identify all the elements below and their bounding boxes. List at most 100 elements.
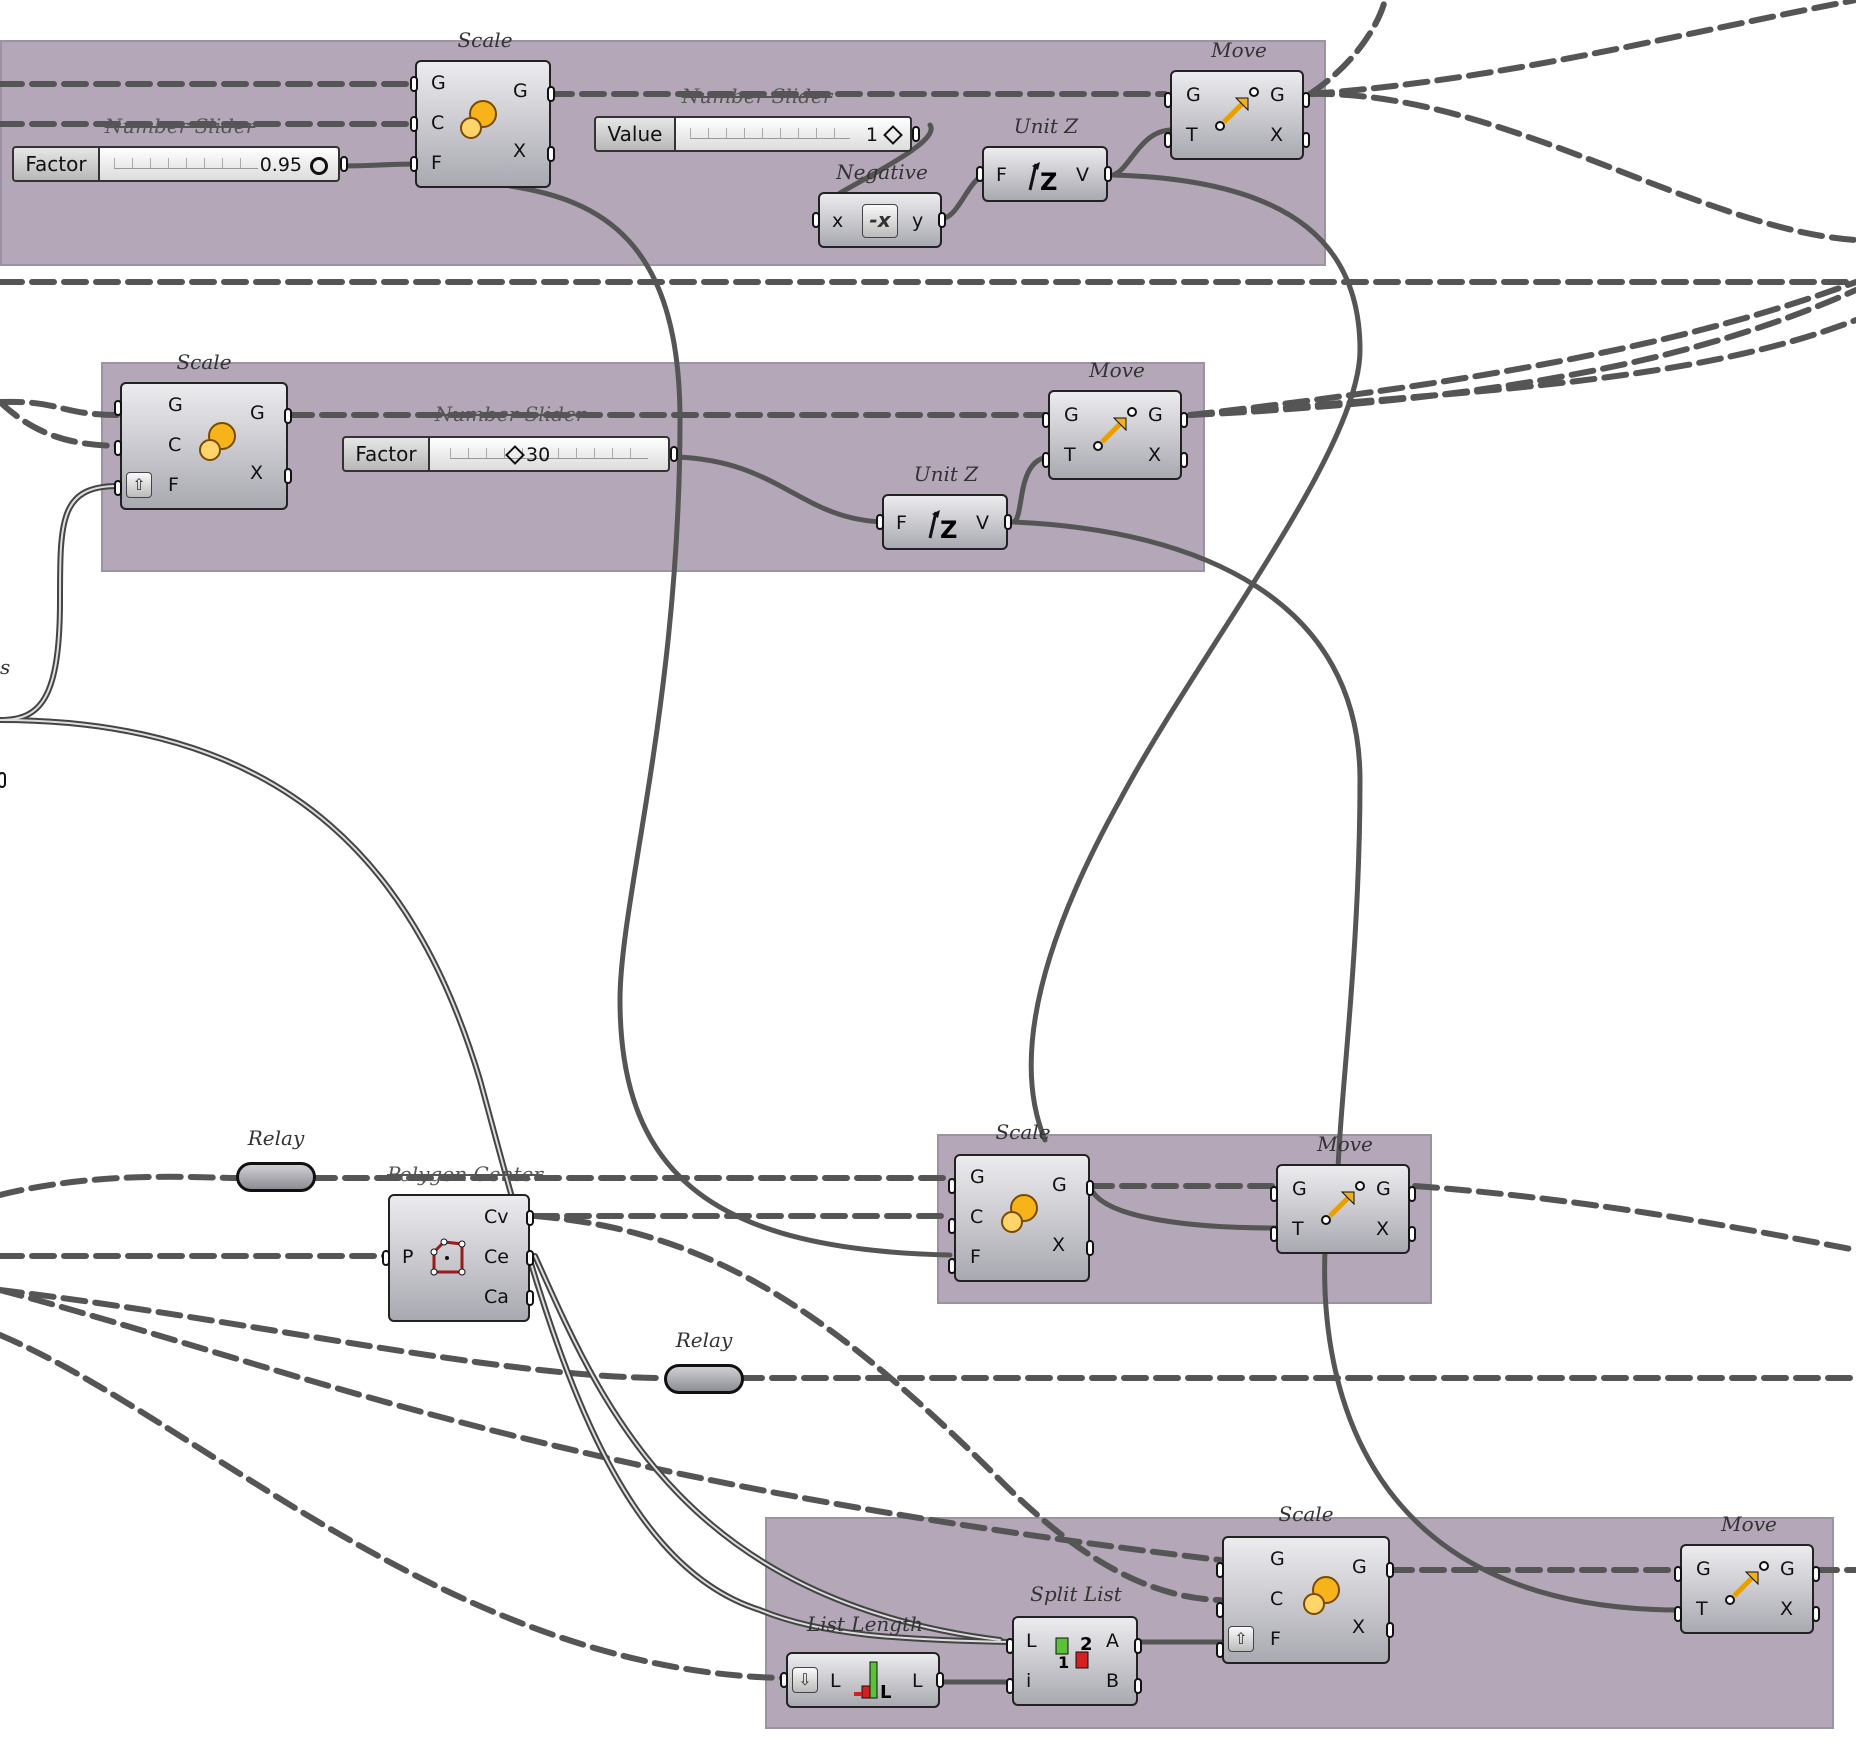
output-grip-v[interactable] [1104, 166, 1112, 182]
input-grip-i[interactable] [1006, 1678, 1014, 1694]
polygon-center-component[interactable]: Polygon Center P Cv Ce Ca [380, 1160, 550, 1324]
input-param-f: F [970, 1246, 981, 1268]
move-component-lower[interactable]: Move G T G X [1270, 1132, 1420, 1256]
input-param-g: G [1292, 1178, 1307, 1200]
input-grip-g[interactable] [410, 76, 418, 92]
output-grip-x[interactable] [1302, 132, 1310, 148]
scale-component-lower[interactable]: Scale G C F G X [948, 1120, 1098, 1284]
number-slider-value-1[interactable]: Number Slider Value 1 [592, 82, 932, 162]
component-title: Unit Z [913, 462, 979, 486]
input-grip-t[interactable] [1164, 132, 1172, 148]
output-grip-g[interactable] [1812, 1566, 1820, 1582]
slider-track[interactable]: 0.95 [100, 146, 340, 182]
edge-grip[interactable] [0, 772, 6, 788]
input-grip-g[interactable] [1042, 412, 1050, 428]
input-grip-f[interactable] [876, 514, 884, 530]
relay-body[interactable] [236, 1162, 316, 1192]
output-grip-x[interactable] [1180, 452, 1188, 468]
move-component-bottom[interactable]: Move G T G X [1674, 1512, 1824, 1636]
cut-off-label: s [0, 655, 11, 679]
output-grip-x[interactable] [1386, 1622, 1394, 1638]
flatten-down-arrow-icon[interactable]: ⇩ [792, 1667, 818, 1693]
output-grip-g[interactable] [547, 86, 555, 102]
input-grip-c[interactable] [1216, 1602, 1224, 1618]
input-grip-g[interactable] [1216, 1562, 1224, 1578]
unit-z-component-middle[interactable]: Unit Z F V Z [876, 462, 1016, 554]
output-grip-g[interactable] [1386, 1562, 1394, 1578]
output-grip-x[interactable] [1086, 1240, 1094, 1256]
slider-knob-icon[interactable] [883, 125, 903, 145]
output-grip-x[interactable] [1408, 1226, 1416, 1242]
slider-track[interactable]: 30 [430, 436, 670, 472]
output-grip-b[interactable] [1134, 1678, 1142, 1694]
output-grip-x[interactable] [284, 468, 292, 484]
input-grip-c[interactable] [114, 440, 122, 456]
output-param-x: X [1270, 124, 1284, 146]
input-param-l: L [1026, 1630, 1037, 1652]
input-grip-t[interactable] [1674, 1606, 1682, 1622]
input-grip-l[interactable] [1006, 1638, 1014, 1654]
output-grip[interactable] [670, 446, 678, 462]
output-grip[interactable] [340, 156, 348, 172]
output-grip-x[interactable] [547, 146, 555, 162]
svg-text:L: L [880, 1682, 891, 1703]
output-grip-g[interactable] [1180, 412, 1188, 428]
scale-component-top[interactable]: Scale G C F G X [410, 28, 560, 190]
input-grip-f[interactable] [1216, 1642, 1224, 1658]
list-length-component[interactable]: List Length ⇩ L L L [780, 1612, 950, 1712]
move-component-middle[interactable]: Move G T G X [1042, 358, 1192, 482]
unit-z-component-top[interactable]: Unit Z F V Z [976, 114, 1116, 204]
relay-component-1[interactable]: Relay [226, 1126, 326, 1196]
graft-up-arrow-icon[interactable]: ⇧ [1228, 1626, 1254, 1652]
slider-knob-icon[interactable] [310, 157, 328, 175]
input-grip-l[interactable] [780, 1672, 788, 1688]
output-grip-ca[interactable] [526, 1290, 534, 1306]
input-grip-g[interactable] [114, 400, 122, 416]
input-grip-x[interactable] [812, 212, 820, 228]
output-param-g: G [250, 402, 265, 424]
output-grip-l[interactable] [936, 1672, 944, 1688]
slider-track[interactable]: 1 [676, 116, 912, 152]
input-grip-g[interactable] [1674, 1566, 1682, 1582]
output-grip-a[interactable] [1134, 1638, 1142, 1654]
output-grip-y[interactable] [938, 212, 946, 228]
relay-component-2[interactable]: Relay [654, 1328, 754, 1398]
input-param-f: F [1270, 1628, 1281, 1650]
input-grip-t[interactable] [1042, 452, 1050, 468]
scale-component-bottom[interactable]: Scale G C F G X ⇧ [1216, 1500, 1396, 1668]
number-slider-factor-095[interactable]: Number Slider Factor 0.95 [10, 112, 350, 192]
output-grip-cv[interactable] [526, 1210, 534, 1226]
input-grip-t[interactable] [1270, 1226, 1278, 1242]
output-param-ce: Ce [484, 1246, 509, 1268]
input-grip-g[interactable] [1164, 92, 1172, 108]
number-slider-factor-30[interactable]: Number Slider Factor 30 [340, 400, 690, 480]
move-component-top[interactable]: Move G T G X [1164, 38, 1314, 162]
negative-component[interactable]: Negative x y -x [812, 160, 952, 250]
input-grip-f[interactable] [948, 1258, 956, 1274]
input-grip-f[interactable] [410, 156, 418, 172]
output-grip-x[interactable] [1812, 1606, 1820, 1622]
scale-component-middle[interactable]: Scale G C F G X ⇧ [114, 350, 294, 514]
output-grip-g[interactable] [1086, 1180, 1094, 1196]
input-grip-c[interactable] [948, 1218, 956, 1234]
input-grip-g[interactable] [948, 1178, 956, 1194]
relay-body[interactable] [664, 1364, 744, 1394]
output-grip-g[interactable] [1408, 1186, 1416, 1202]
output-param-g: G [1052, 1174, 1067, 1196]
input-grip-f[interactable] [114, 480, 122, 496]
component-body: G T G X [1276, 1164, 1410, 1254]
output-param-g: G [1352, 1556, 1367, 1578]
output-grip[interactable] [912, 126, 920, 142]
split-list-component[interactable]: Split List L i A B 2 1 [1006, 1582, 1146, 1712]
output-grip-g[interactable] [1302, 92, 1310, 108]
input-grip-f[interactable] [976, 166, 984, 182]
output-grip-v[interactable] [1004, 514, 1012, 530]
output-param-g: G [1376, 1178, 1391, 1200]
input-grip-g[interactable] [1270, 1186, 1278, 1202]
input-grip-p[interactable] [382, 1250, 390, 1266]
output-grip-ce[interactable] [526, 1250, 534, 1266]
input-grip-c[interactable] [410, 116, 418, 132]
component-body: G T G X [1680, 1544, 1814, 1634]
graft-up-arrow-icon[interactable]: ⇧ [126, 472, 152, 498]
output-grip-g[interactable] [284, 408, 292, 424]
